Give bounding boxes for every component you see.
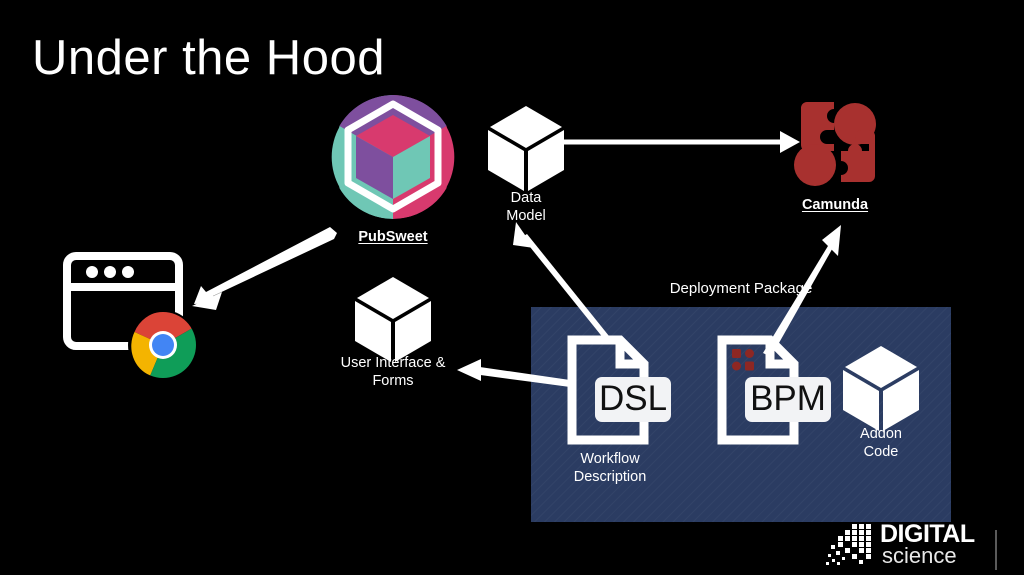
camunda-mini-mark	[732, 349, 754, 371]
page-title: Under the Hood	[32, 31, 385, 85]
cube-icon-addon-code[interactable]	[843, 346, 919, 431]
label-user-interface-forms: User Interface & Forms	[340, 355, 446, 390]
cube-icon-user-interface[interactable]	[355, 277, 431, 362]
cube-icon-data-model[interactable]	[488, 106, 564, 191]
logo-divider-rule	[995, 530, 997, 570]
label-pubsweet[interactable]: PubSweet	[358, 229, 428, 245]
label-workflow-description: Workflow Description	[573, 451, 647, 486]
browser-window-icon[interactable]	[63, 252, 183, 350]
dsl-badge-text: DSL	[599, 379, 667, 418]
document-icon-dsl[interactable]: DSL	[567, 335, 671, 445]
chrome-logo[interactable]	[128, 310, 201, 381]
document-icon-bpm[interactable]: BPM	[717, 335, 831, 445]
label-addon-code: Addon Code	[860, 426, 902, 461]
label-data-model: Data Model	[506, 190, 546, 225]
pubsweet-cube-logo[interactable]	[331, 95, 455, 219]
digital-science-logo: DIGITAL science	[826, 520, 986, 570]
pixel-dissolve-mark	[826, 524, 871, 565]
digital-science-wordmark: DIGITAL	[880, 520, 975, 548]
digital-science-subword: science	[882, 543, 957, 568]
label-camunda[interactable]: Camunda	[801, 197, 869, 213]
camunda-puzzle-logo[interactable]	[794, 102, 876, 186]
bpm-badge-text: BPM	[750, 379, 826, 418]
